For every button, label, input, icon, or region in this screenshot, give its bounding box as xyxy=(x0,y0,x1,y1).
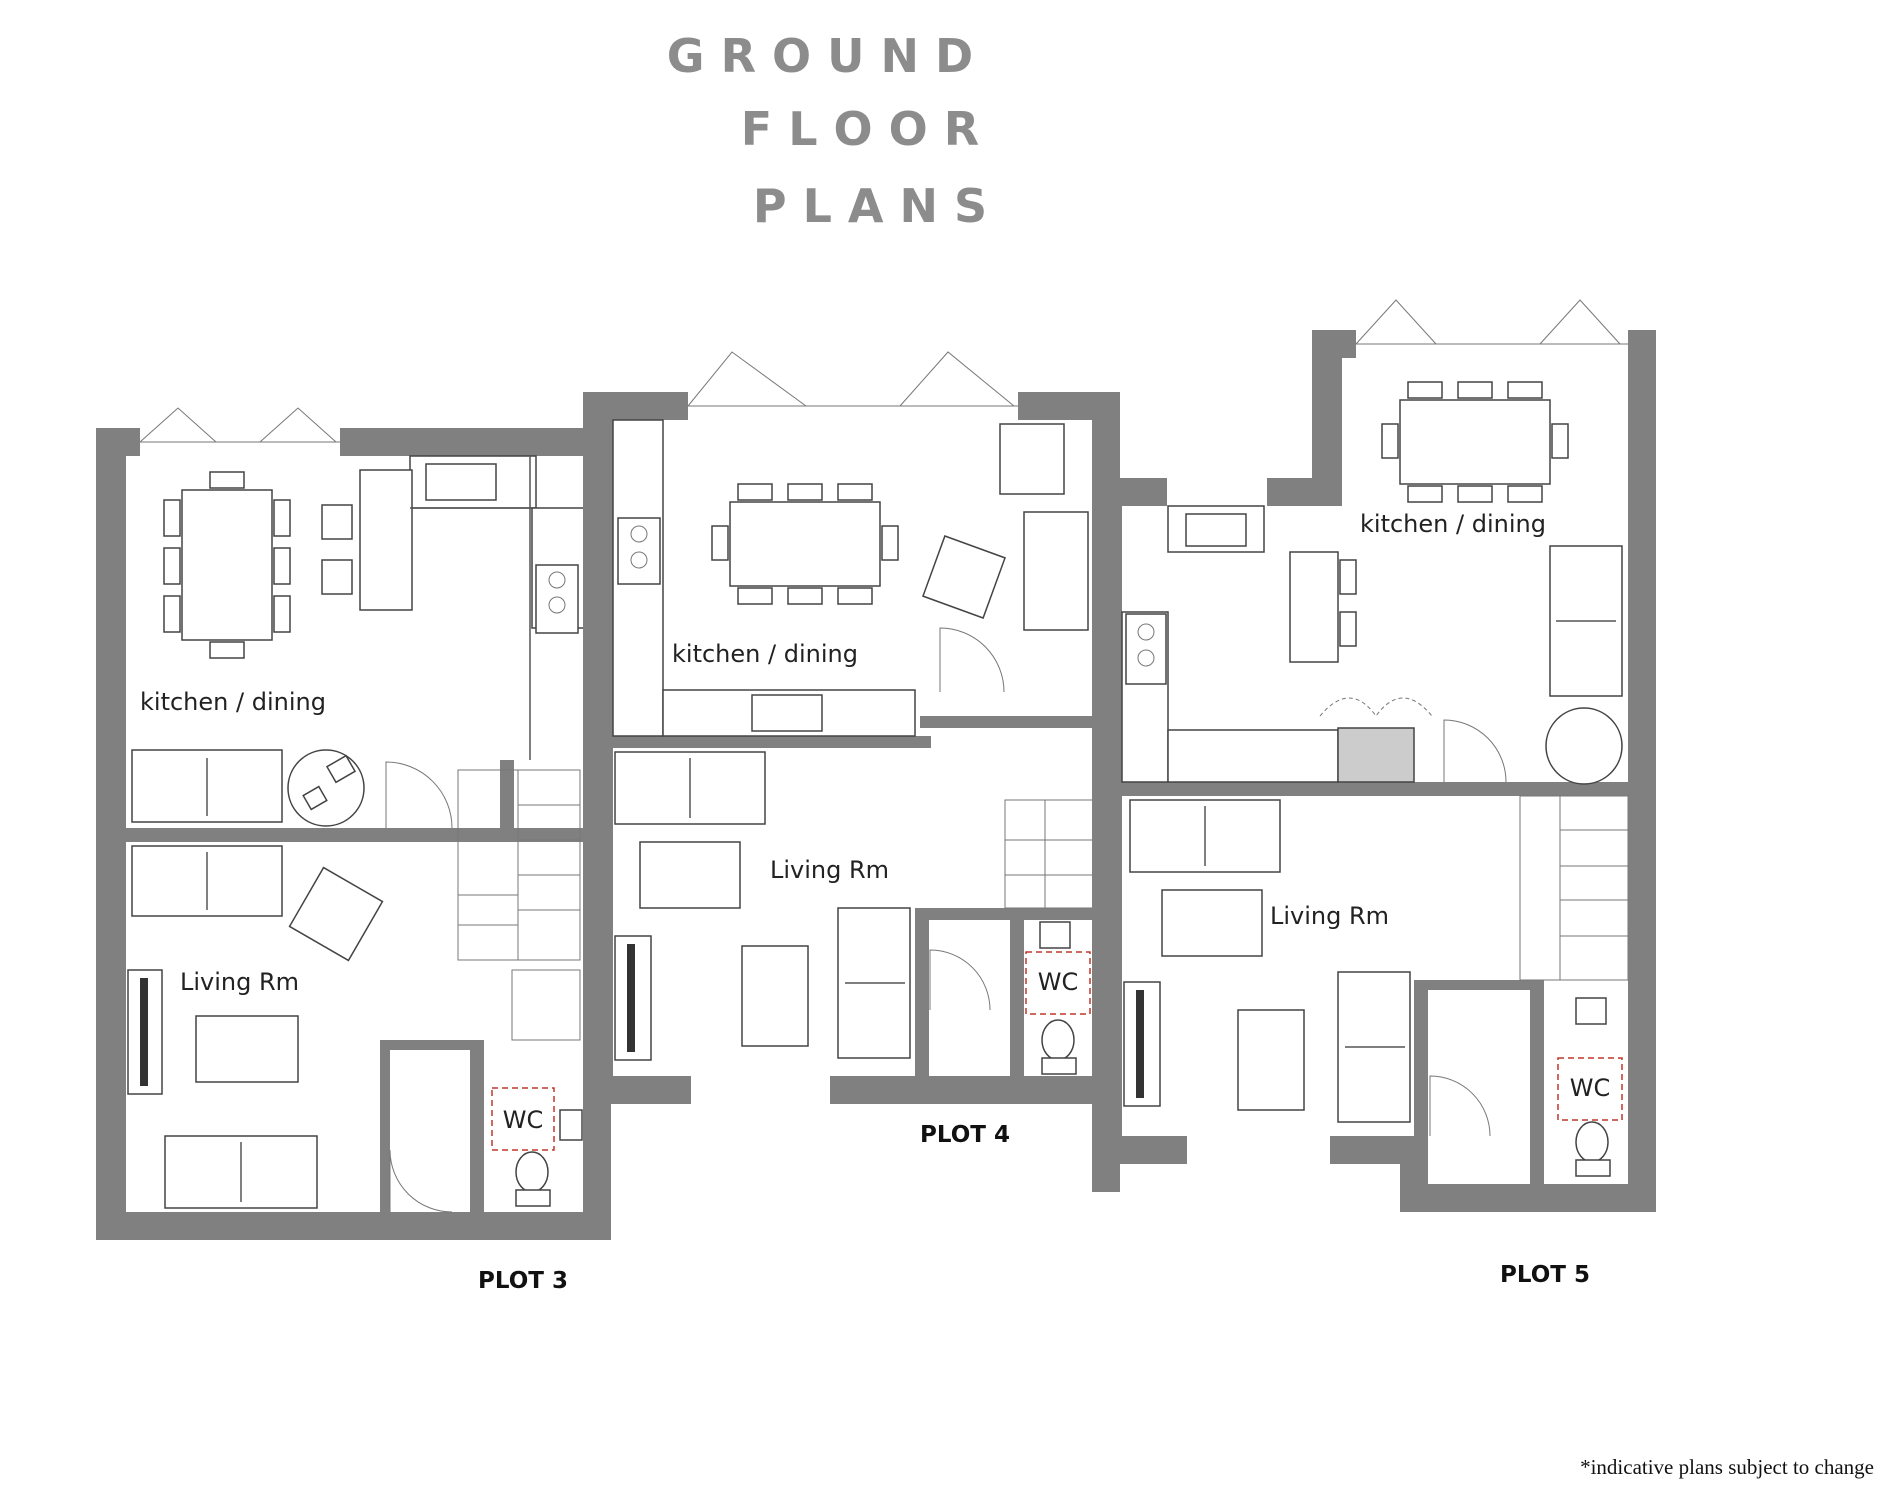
plot-3-wc-outline xyxy=(491,1087,555,1151)
plot-4-dining-table xyxy=(711,483,1006,693)
plot-5-stairs xyxy=(1519,795,1629,981)
title-line-3: P L A N S xyxy=(753,179,987,233)
footnote: *indicative plans subject to change xyxy=(1580,1455,1874,1479)
title-line-1: G R O U N D xyxy=(667,29,973,83)
plot-4: WC kitchen / dining Living Rm PLOT 4 xyxy=(583,351,1120,1192)
plot-3-kitchen-label: kitchen / dining xyxy=(140,688,326,716)
plot-5-living-furniture xyxy=(1123,799,1411,1123)
plot-4-bifold-doors xyxy=(687,351,1018,407)
plot-3-stairs xyxy=(457,769,581,1041)
plot-5-dining-table xyxy=(1339,381,1623,785)
plot-3-kitchen-units xyxy=(359,455,585,760)
plot-4-living-label: Living Rm xyxy=(770,856,889,884)
plot-4-wc-outline xyxy=(1025,951,1091,1015)
plot-3-walls xyxy=(96,428,611,1240)
plot-3-living-label: Living Rm xyxy=(180,968,299,996)
plot-5-wc-label: WC xyxy=(1570,1074,1611,1102)
title-line-2: F L O O R xyxy=(741,102,979,156)
plot-3-wc: WC xyxy=(389,1087,583,1213)
plot-4-living-furniture xyxy=(614,751,911,1061)
plot-4-kitchen-label: kitchen / dining xyxy=(672,640,858,668)
plot-4-kitchen-units xyxy=(612,419,1089,737)
plot-5-label: PLOT 5 xyxy=(1500,1262,1590,1288)
plot-5-kitchen-label: kitchen / dining xyxy=(1360,510,1546,538)
plot-5-walls xyxy=(1092,330,1656,1212)
plot-4-wc: WC xyxy=(929,921,1091,1075)
plot-4-label: PLOT 4 xyxy=(920,1122,1010,1148)
plot-5-kitchen-units xyxy=(1121,505,1433,783)
plot-5-wc: WC xyxy=(1429,997,1623,1177)
plot-5: WC kitchen / dining Living Rm PLOT 5 xyxy=(1092,299,1656,1288)
plot-3-living-furniture xyxy=(127,845,384,1209)
plot-3-label: PLOT 3 xyxy=(478,1268,568,1294)
plot-4-wc-label: WC xyxy=(1038,968,1079,996)
plot-3: WC kitchen / dining Living Rm PLOT 3 xyxy=(96,407,611,1294)
plot-3-dining-table xyxy=(163,471,353,659)
plot-5-wc-outline xyxy=(1557,1057,1623,1121)
plan-title: G R O U N D F L O O R P L A N S xyxy=(667,29,987,233)
plot-4-stairs xyxy=(1004,799,1094,909)
plot-5-bifold-doors xyxy=(1355,299,1628,345)
plot-5-living-label: Living Rm xyxy=(1270,902,1389,930)
plot-3-kitchen-seating xyxy=(131,749,453,829)
plot-3-bifold-doors xyxy=(139,407,340,443)
plot-3-wc-label: WC xyxy=(503,1106,544,1134)
